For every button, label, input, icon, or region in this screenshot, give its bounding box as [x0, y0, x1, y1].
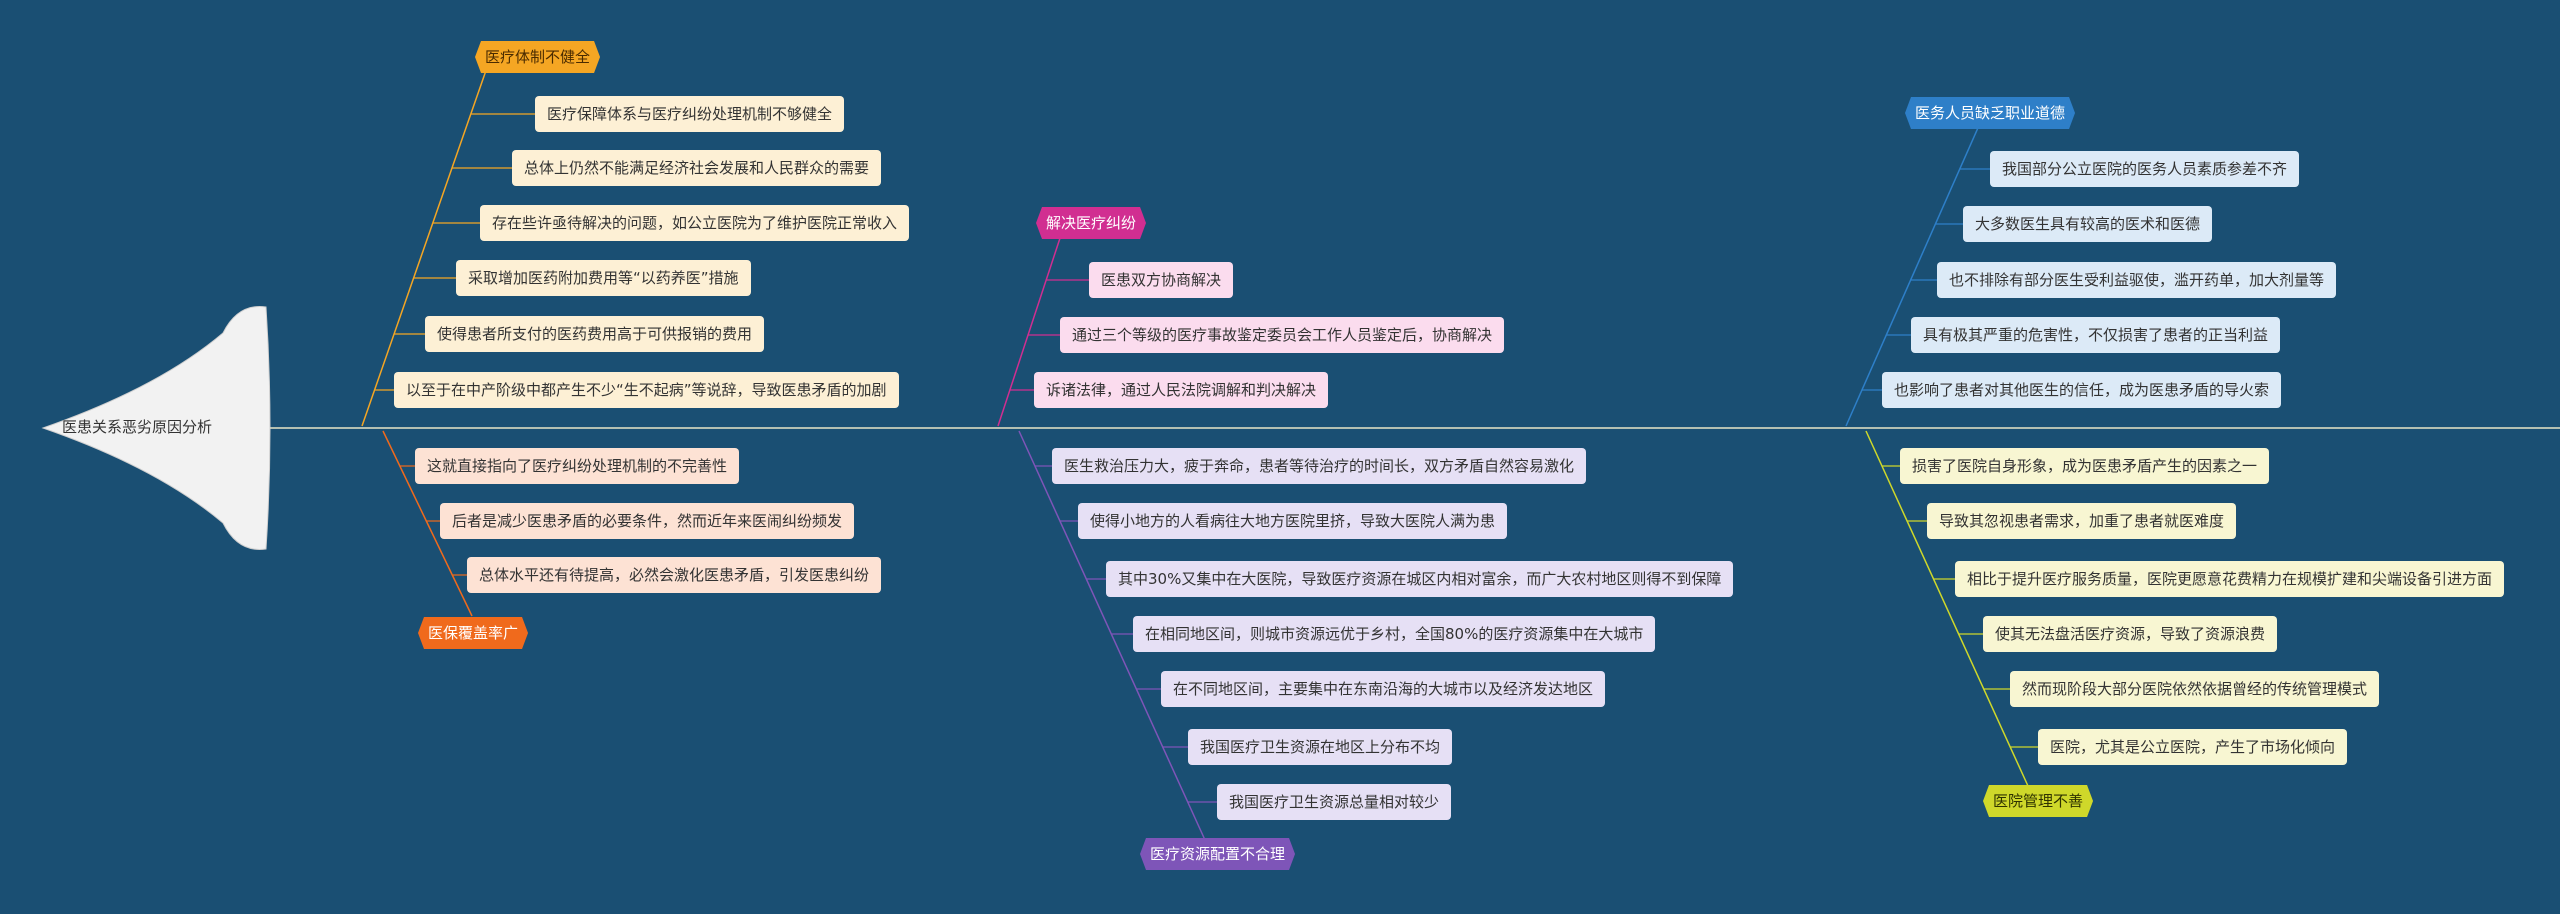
subtopic-b1-4[interactable]: 使得患者所支付的医药费用高于可供报销的费用 — [425, 316, 765, 352]
category-b3[interactable]: 解决医疗纠纷 — [1036, 207, 1146, 239]
fish-head-shape[interactable] — [38, 303, 273, 553]
subtopic-b6-3[interactable]: 使其无法盘活医疗资源，导致了资源浪费 — [1983, 616, 2278, 652]
subtopic-b1-5[interactable]: 以至于在中产阶级中都产生不少“生不起病”等说辞，导致医患矛盾的加剧 — [394, 372, 899, 408]
subtopic-b1-0[interactable]: 医疗保障体系与医疗纠纷处理机制不够健全 — [535, 96, 845, 132]
subtopic-b6-2[interactable]: 相比于提升医疗服务质量，医院更愿意花费精力在规模扩建和尖端设备引进方面 — [1955, 561, 2505, 597]
category-b2[interactable]: 医保覆盖率广 — [418, 617, 528, 649]
subtopic-b4-2[interactable]: 其中30%又集中在大医院，导致医疗资源在城区内相对富余，而广大农村地区则得不到保… — [1106, 561, 1734, 597]
subtopic-b3-1[interactable]: 通过三个等级的医疗事故鉴定委员会工作人员鉴定后，协商解决 — [1060, 317, 1505, 353]
subtopic-b3-2[interactable]: 诉诸法律，通过人民法院调解和判决解决 — [1034, 372, 1329, 408]
subtopic-b1-2[interactable]: 存在些许亟待解决的问题，如公立医院为了维护医院正常收入 — [480, 205, 910, 241]
subtopic-b4-0[interactable]: 医生救治压力大，疲于奔命，患者等待治疗的时间长，双方矛盾自然容易激化 — [1052, 448, 1587, 484]
subtopic-b1-3[interactable]: 采取增加医药附加费用等“以药养医”措施 — [456, 260, 751, 296]
subtopic-b3-0[interactable]: 医患双方协商解决 — [1089, 262, 1234, 298]
category-b5[interactable]: 医务人员缺乏职业道德 — [1905, 97, 2075, 129]
branch-bone-b2 — [382, 430, 473, 617]
subtopic-b5-0[interactable]: 我国部分公立医院的医务人员素质参差不齐 — [1990, 151, 2300, 187]
subtopic-b4-1[interactable]: 使得小地方的人看病往大地方医院里挤，导致大医院人满为患 — [1078, 503, 1508, 539]
branch-bone-b3 — [997, 222, 1066, 427]
subtopic-b6-1[interactable]: 导致其忽视患者需求，加重了患者就医难度 — [1927, 503, 2237, 539]
subtopic-b2-1[interactable]: 后者是减少医患矛盾的必要条件，然而近年来医闹纠纷频发 — [440, 503, 855, 539]
subtopic-b5-4[interactable]: 也影响了患者对其他医生的信任，成为医患矛盾的导火索 — [1882, 372, 2282, 408]
subtopic-b4-5[interactable]: 我国医疗卫生资源在地区上分布不均 — [1188, 729, 1453, 765]
branch-bone-b5 — [1845, 111, 1986, 427]
category-b6[interactable]: 医院管理不善 — [1983, 785, 2093, 817]
subtopic-b6-0[interactable]: 损害了医院自身形象，成为医患矛盾产生的因素之一 — [1900, 448, 2270, 484]
branch-bone-b6 — [1865, 430, 2029, 787]
subtopic-b5-1[interactable]: 大多数医生具有较高的医术和医德 — [1963, 206, 2213, 242]
subtopic-b4-4[interactable]: 在不同地区间，主要集中在东南沿海的大城市以及经济发达地区 — [1161, 671, 1606, 707]
branch-bone-b4 — [1018, 430, 1206, 841]
category-b4[interactable]: 医疗资源配置不合理 — [1140, 838, 1295, 870]
branch-bone-b1 — [361, 58, 491, 427]
subtopic-b2-0[interactable]: 这就直接指向了医疗纠纷处理机制的不完善性 — [415, 448, 740, 484]
subtopic-b4-3[interactable]: 在相同地区间，则城市资源远优于乡村，全国80%的医疗资源集中在大城市 — [1133, 616, 1656, 652]
subtopic-b6-5[interactable]: 医院，尤其是公立医院，产生了市场化倾向 — [2038, 729, 2348, 765]
subtopic-b2-2[interactable]: 总体水平还有待提高，必然会激化医患矛盾，引发医患纠纷 — [467, 557, 882, 593]
root-topic[interactable]: 医患关系恶劣原因分析 — [62, 418, 213, 436]
subtopic-b4-6[interactable]: 我国医疗卫生资源总量相对较少 — [1217, 784, 1452, 820]
subtopic-b5-2[interactable]: 也不排除有部分医生受利益驱使，滥开药单，加大剂量等 — [1937, 262, 2337, 298]
category-b1[interactable]: 医疗体制不健全 — [475, 41, 600, 73]
subtopic-b1-1[interactable]: 总体上仍然不能满足经济社会发展和人民群众的需要 — [512, 150, 882, 186]
subtopic-b5-3[interactable]: 具有极其严重的危害性，不仅损害了患者的正当利益 — [1911, 317, 2281, 353]
subtopic-b6-4[interactable]: 然而现阶段大部分医院依然依据曾经的传统管理模式 — [2010, 671, 2380, 707]
